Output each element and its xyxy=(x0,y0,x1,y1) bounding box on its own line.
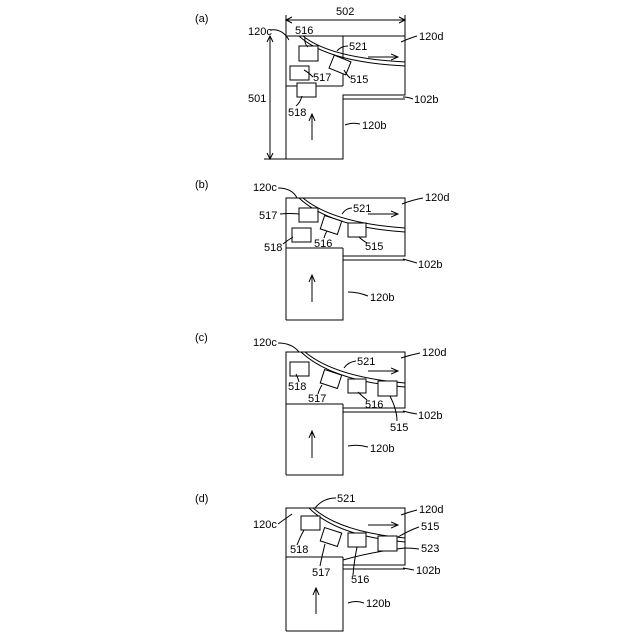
leader-line xyxy=(315,498,336,508)
label-521: 521 xyxy=(353,203,371,215)
label-120d: 120d xyxy=(419,31,443,43)
package-516 xyxy=(320,216,341,235)
label-523: 523 xyxy=(421,543,439,555)
label-515: 515 xyxy=(390,422,408,434)
label-501: 501 xyxy=(248,93,266,105)
leader-line xyxy=(278,514,292,524)
leader-line xyxy=(401,36,417,42)
panel-label: (b) xyxy=(195,179,208,191)
package-517 xyxy=(320,528,341,547)
label-102b: 102b xyxy=(418,259,442,271)
label-516: 516 xyxy=(295,25,313,37)
package-518 xyxy=(290,362,309,376)
leader-line xyxy=(403,411,417,414)
leader-line xyxy=(278,188,297,198)
package-518 xyxy=(297,83,316,97)
leader-line xyxy=(403,259,417,263)
label-515: 515 xyxy=(421,521,439,533)
label-120c: 120c xyxy=(253,182,277,194)
package-515 xyxy=(378,381,397,396)
leader-line xyxy=(401,353,420,358)
leader-line xyxy=(280,214,299,215)
label-102b: 102b xyxy=(418,410,442,422)
package-516 xyxy=(299,46,318,61)
label-517: 517 xyxy=(312,567,330,579)
leader-line xyxy=(344,361,356,368)
label-120b: 120b xyxy=(366,598,390,610)
leader-line xyxy=(342,208,352,214)
leader-line xyxy=(345,123,360,125)
label-516: 516 xyxy=(365,399,383,411)
leader-line xyxy=(401,510,417,515)
package-517 xyxy=(290,66,309,80)
panel-d: (d) 521 120d 120c 515 523 518 517 516 10… xyxy=(195,493,443,631)
label-518: 518 xyxy=(290,544,308,556)
leader-line xyxy=(348,602,364,604)
leader-line xyxy=(297,530,304,545)
label-120c: 120c xyxy=(253,337,277,349)
label-120d: 120d xyxy=(425,192,449,204)
label-518: 518 xyxy=(264,242,282,254)
package-517 xyxy=(299,208,318,222)
label-521: 521 xyxy=(337,493,355,505)
label-120d: 120d xyxy=(419,504,443,516)
label-120c: 120c xyxy=(248,26,272,38)
label-518: 518 xyxy=(288,381,306,393)
package-518 xyxy=(292,228,311,242)
label-516: 516 xyxy=(351,574,369,586)
label-502: 502 xyxy=(336,6,354,18)
label-521: 521 xyxy=(357,356,375,368)
package-515 xyxy=(378,536,397,551)
leader-line xyxy=(320,544,325,566)
package-515 xyxy=(348,223,366,237)
panel-c: (c) 120c 120d 521 518 517 516 102b 515 1… xyxy=(195,332,446,475)
panel-a: (a) 502 501 120c 120d 5 xyxy=(195,6,443,159)
label-120b: 120b xyxy=(370,443,394,455)
leader-line xyxy=(405,548,419,549)
panel-label: (c) xyxy=(195,332,208,344)
label-517: 517 xyxy=(313,72,331,84)
leader-line xyxy=(278,343,299,352)
panel-label: (d) xyxy=(195,493,208,505)
label-516: 516 xyxy=(314,238,332,250)
label-517: 517 xyxy=(259,210,277,222)
label-517: 517 xyxy=(308,393,326,405)
label-120c: 120c xyxy=(253,519,277,531)
leader-line xyxy=(348,292,368,296)
label-120b: 120b xyxy=(362,120,386,132)
label-518: 518 xyxy=(288,107,306,119)
package-516 xyxy=(348,533,366,547)
label-102b: 102b xyxy=(414,94,438,106)
label-515: 515 xyxy=(350,74,368,86)
leader-line xyxy=(398,527,419,537)
panel-label: (a) xyxy=(195,13,208,25)
leader-line xyxy=(348,445,368,447)
package-518 xyxy=(301,516,320,530)
label-120d: 120d xyxy=(422,347,446,359)
label-102b: 102b xyxy=(416,565,440,577)
package-516 xyxy=(348,379,366,393)
package-515 xyxy=(329,55,351,75)
label-521: 521 xyxy=(349,41,367,53)
leader-line xyxy=(359,237,367,243)
guide-521 xyxy=(305,352,405,383)
leader-line xyxy=(353,547,357,575)
leader-line xyxy=(324,231,327,238)
package-517 xyxy=(320,370,341,389)
panel-b: (b) 120c 120d 517 521 518 516 515 102b 1… xyxy=(195,179,449,320)
label-515: 515 xyxy=(365,241,383,253)
label-120b: 120b xyxy=(370,292,394,304)
